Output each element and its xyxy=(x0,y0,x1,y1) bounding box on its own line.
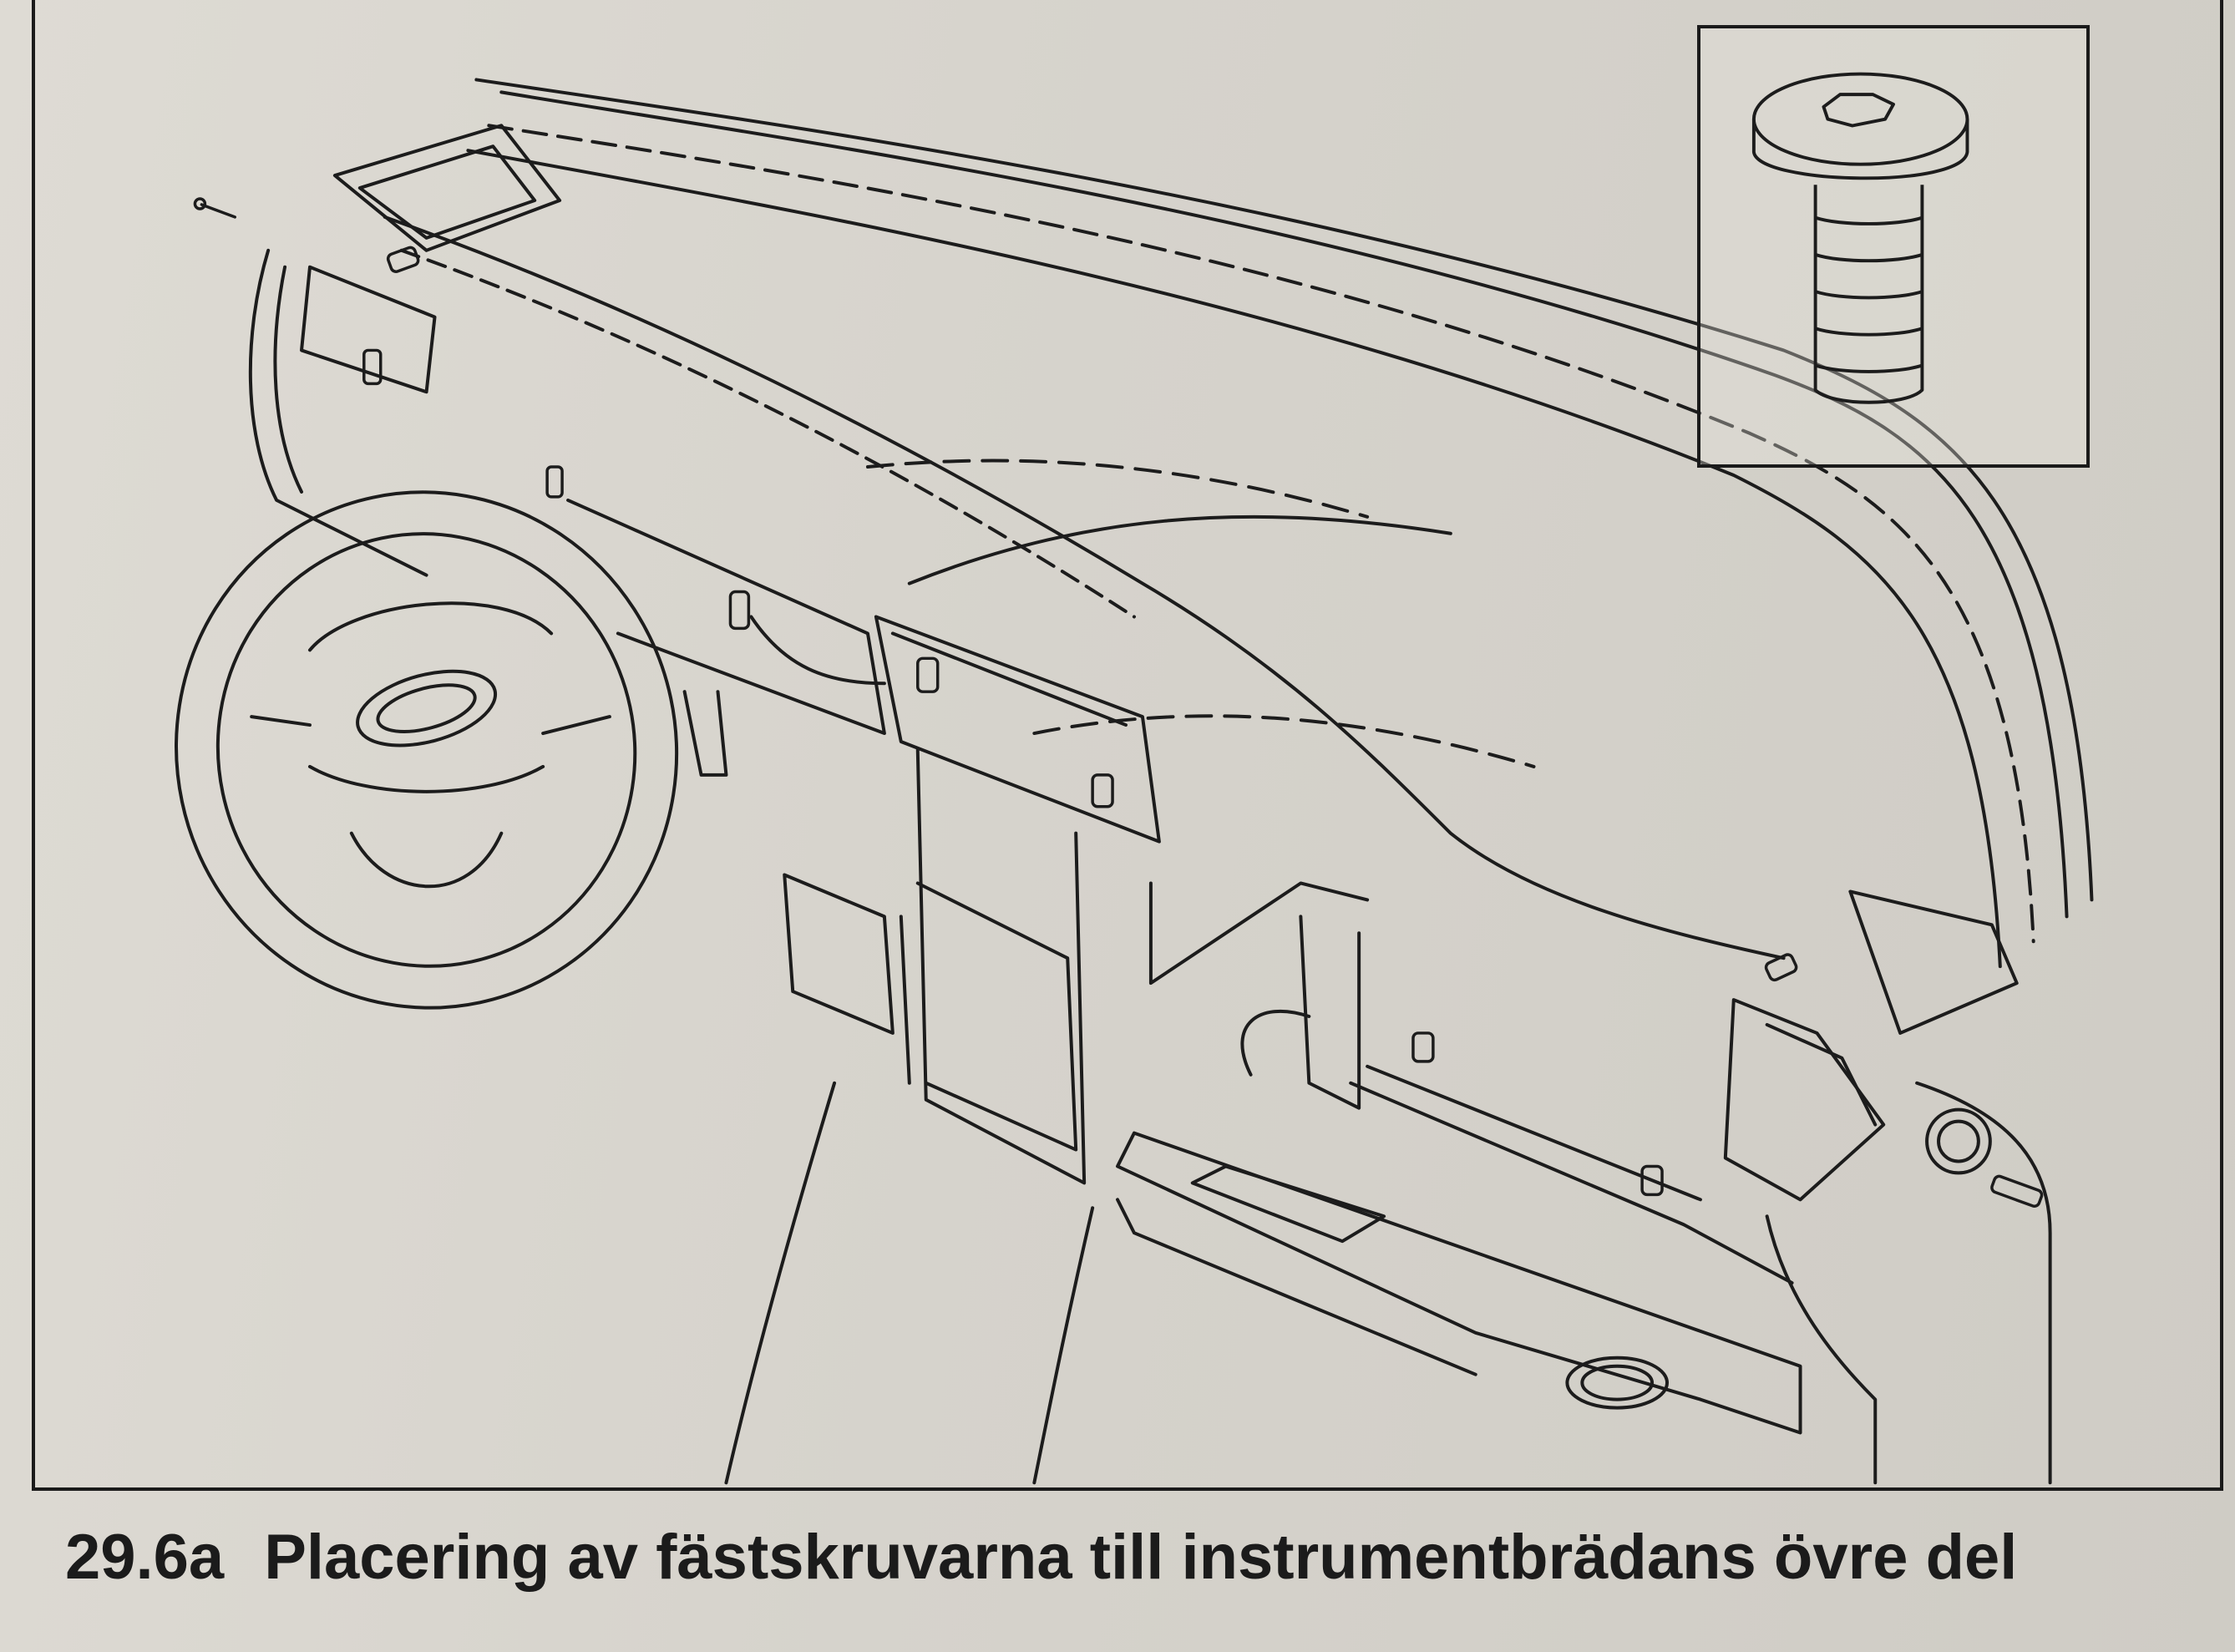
center-vent xyxy=(874,615,1161,844)
figure-caption: 29.6a Placering av fästskruvarna till ins… xyxy=(65,1512,2203,1604)
figure-caption-text: Placering av fästskruvarna till instrume… xyxy=(264,1522,2018,1593)
dashboard-line-drawing xyxy=(175,78,2094,1485)
screw-markers xyxy=(193,197,2044,1209)
right-vent xyxy=(1723,998,1886,1202)
left-vent xyxy=(332,124,562,252)
dashboard-top-edge xyxy=(474,78,2094,902)
figure-frame xyxy=(32,0,2223,1491)
steering-wheel xyxy=(175,490,679,1010)
screw-detail-inset xyxy=(1697,25,2090,468)
screw-detail-drawing xyxy=(1751,72,1969,404)
figure-number: 29.6a xyxy=(65,1522,225,1593)
glovebox-lid xyxy=(1116,1131,1802,1435)
